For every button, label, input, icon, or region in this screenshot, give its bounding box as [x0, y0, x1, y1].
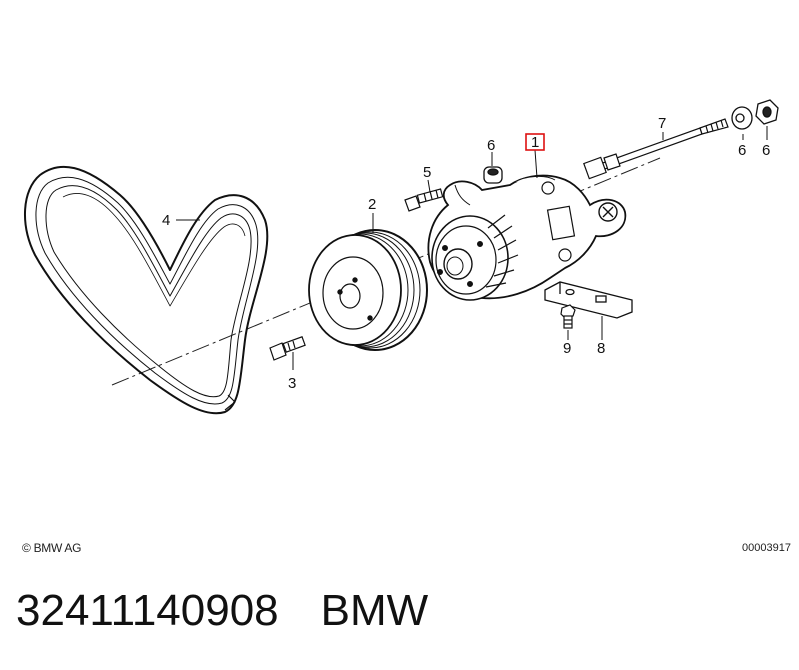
callout-6-nut[interactable]: 6 [487, 137, 495, 154]
callout-4[interactable]: 4 [162, 212, 170, 229]
pulley-bolt [269, 336, 306, 361]
callout-5[interactable]: 5 [423, 164, 431, 181]
threaded-rod [583, 118, 729, 180]
callout-6-nut-right[interactable]: 6 [762, 142, 770, 159]
copyright-notice: © BMW AG [22, 541, 82, 555]
callout-2[interactable]: 2 [368, 196, 376, 213]
washer-right [731, 106, 753, 130]
brand-name: BMW [320, 586, 429, 635]
power-steering-pump [427, 174, 627, 301]
callout-8[interactable]: 8 [597, 340, 605, 357]
mounting-bolt [404, 188, 444, 212]
callout-3[interactable]: 3 [288, 375, 296, 392]
callout-1-highlight [525, 133, 545, 151]
parts-diagram: 1 2 3 4 5 6 6 6 7 8 9 [24, 99, 779, 415]
nut-right [755, 99, 779, 125]
callout-7[interactable]: 7 [658, 115, 666, 132]
support-bracket [544, 281, 633, 319]
leader-lines [176, 126, 768, 370]
callout-9[interactable]: 9 [563, 340, 571, 357]
document-number: 00003917 [742, 542, 791, 554]
footer-caption: 32411140908 BMW [16, 586, 428, 642]
callout-1[interactable]: 1 [531, 134, 539, 151]
drive-belt [24, 165, 269, 415]
belt-pulley [308, 229, 428, 351]
nut-left [483, 166, 503, 184]
callout-6-washer[interactable]: 6 [738, 142, 746, 159]
part-number: 32411140908 [16, 586, 279, 635]
bracket-bolt [560, 304, 576, 329]
